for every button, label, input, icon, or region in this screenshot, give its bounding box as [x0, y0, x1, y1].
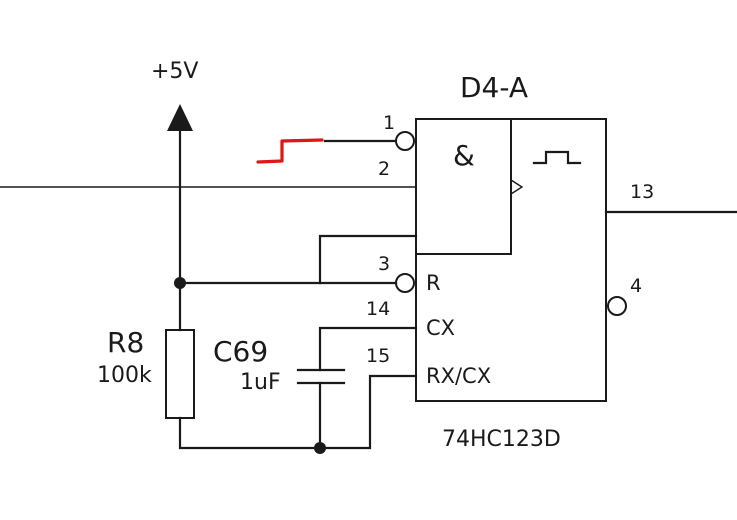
pin-name-reset: R	[426, 271, 441, 295]
capacitor-value: 1uF	[240, 370, 281, 395]
pin3-bubble	[395, 273, 415, 293]
rxcx-wire	[318, 374, 418, 450]
resistor-ref: R8	[107, 326, 144, 359]
pin-number-4: 4	[630, 275, 642, 297]
capacitor-ref: C69	[213, 335, 268, 368]
resistor-body	[165, 329, 195, 419]
pin-name-rxcx: RX/CX	[426, 364, 491, 388]
pin4-bubble	[607, 296, 627, 316]
pin-number-1: 1	[383, 112, 395, 134]
edge-trigger-icon	[510, 179, 524, 195]
junction-bottom	[314, 442, 326, 454]
and-symbol: &	[453, 139, 475, 172]
capacitor-c69: C69 1uF	[213, 326, 418, 450]
reset-loop-wire	[318, 234, 418, 285]
resistor-r8: R8 100k	[97, 326, 322, 450]
supply-rail: +5V	[151, 59, 198, 332]
ic-part-number: 74HC123D	[442, 427, 561, 452]
pin-name-cx: CX	[426, 316, 455, 340]
pin-number-3: 3	[378, 253, 390, 275]
pin-number-14: 14	[366, 298, 390, 320]
pin-number-2: 2	[378, 158, 390, 180]
pin1-bubble	[395, 131, 415, 151]
pin-number-15: 15	[366, 345, 390, 367]
supply-arrow-icon	[167, 104, 193, 131]
supply-label: +5V	[151, 59, 198, 84]
ic-d4a: & D4-A 74HC123D R CX RX/CX	[395, 71, 627, 452]
resistor-value: 100k	[97, 363, 152, 388]
junction-reset	[174, 277, 186, 289]
ic-designator: D4-A	[460, 71, 528, 104]
ic-gate-box	[415, 118, 512, 255]
falling-edge-annotation	[256, 138, 324, 164]
monostable-pulse-icon	[532, 150, 582, 165]
pin-number-13: 13	[630, 181, 654, 203]
